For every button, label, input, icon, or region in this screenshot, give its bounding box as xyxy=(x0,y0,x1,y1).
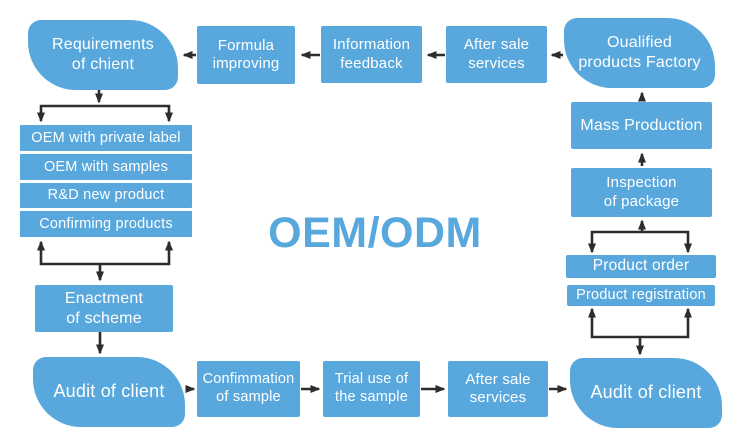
split-bar-to-oem-group xyxy=(37,104,173,123)
node-label-line1: After sale xyxy=(463,36,530,54)
node-label: Audit of client xyxy=(590,382,702,403)
node-enactment-of-scheme: Enactment of scheme xyxy=(35,285,173,332)
node-label-line1: Trial use of xyxy=(334,371,409,388)
node-label-line1: Confimmation xyxy=(202,371,295,388)
diagram-title: OEM/ODM xyxy=(268,209,482,257)
node-label-line2: improving xyxy=(212,55,280,72)
node-label: Product registration xyxy=(576,286,706,303)
node-confirmation-of-sample: Confimmation of sample xyxy=(197,361,300,417)
node-label: Audit of client xyxy=(53,381,165,402)
node-formula-improving: Formula improving xyxy=(197,26,295,84)
split-bar-to-product-registration xyxy=(588,307,692,339)
node-label-line2: feedback xyxy=(340,54,403,72)
node-confirming-products: Confirming products xyxy=(20,211,192,237)
split-bar-to-group-bottom xyxy=(37,240,173,266)
node-label-line2: of chient xyxy=(71,56,135,73)
node-rd-new-product: R&D new product xyxy=(20,182,192,209)
node-label: OEM with private label xyxy=(31,129,181,146)
node-inspection-of-package: Inspection of package xyxy=(571,168,712,217)
node-label-line2: of scheme xyxy=(66,309,142,327)
node-label-line1: Formula xyxy=(217,36,275,54)
node-label: R&D new product xyxy=(47,187,165,204)
node-after-sale-services-bottom: After sale services xyxy=(448,361,548,417)
node-label-line1: Enactment xyxy=(64,289,144,307)
node-label-line1: Inspection xyxy=(606,174,677,192)
node-after-sale-services-top: After sale services xyxy=(446,26,547,83)
node-trial-use-of-sample: Trial use of the sample xyxy=(323,361,420,417)
node-oem-with-samples: OEM with samples xyxy=(20,153,192,180)
node-audit-of-client-left: Audit of client xyxy=(33,357,185,427)
node-label-line2: services xyxy=(468,54,525,72)
node-label: OEM with samples xyxy=(43,158,169,175)
node-label: Product order xyxy=(592,257,690,275)
node-label-line2: products Factory xyxy=(578,54,701,71)
split-bar-to-product-order xyxy=(588,230,692,254)
node-label: Mass Production xyxy=(580,116,703,134)
node-mass-production: Mass Production xyxy=(571,102,712,149)
node-information-feedback: Information feedback xyxy=(321,26,422,83)
node-oem-with-private-label: OEM with private label xyxy=(20,125,192,151)
node-product-order: Product order xyxy=(566,255,716,278)
node-label-line2: the sample xyxy=(335,389,408,405)
node-label-line1: Oualified xyxy=(607,34,672,52)
node-requirements-of-client: Requirements of chient xyxy=(28,20,178,90)
node-label-line2: of sample xyxy=(216,389,281,405)
node-label-line1: Information xyxy=(332,36,411,54)
node-label: Confirming products xyxy=(39,216,173,233)
node-label-line1: Requirements xyxy=(51,36,154,54)
node-audit-of-client-right: Audit of client xyxy=(570,358,722,428)
node-label-line2: of package xyxy=(603,192,680,210)
node-product-registration: Product registration xyxy=(567,285,715,306)
oem-options-group: OEM with private label OEM with samples … xyxy=(20,125,192,237)
node-label-line1: After sale xyxy=(465,370,531,388)
node-qualified-products-factory: Oualified products Factory xyxy=(564,18,715,88)
node-label-line2: services xyxy=(469,389,527,406)
